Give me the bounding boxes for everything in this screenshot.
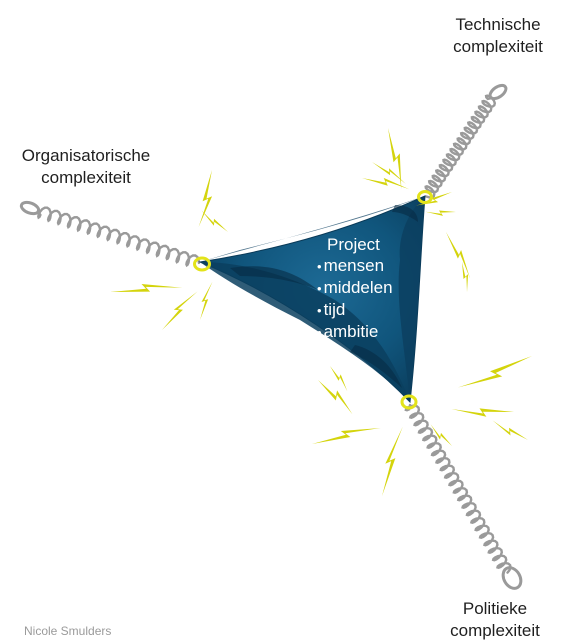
lightning-bolt-icon [425,210,456,216]
project-item: •ambitie [317,321,393,343]
spring-icon [424,94,497,199]
eyelet-icon [193,190,433,410]
author-credit: Nicole Smulders [24,624,112,638]
lightning-bolt-icon [330,366,348,392]
lightning-bolt-icon [362,177,410,190]
project-item: •middelen [317,277,393,299]
label-line: complexiteit [41,168,131,187]
bullet-icon: • [317,281,322,296]
lightning-bolt-icon [318,380,353,415]
lightning-bolt-icon [430,424,452,446]
project-item-label: mensen [323,256,385,275]
lightning-icon [110,128,532,496]
label-line: Politieke [462,599,528,618]
label-line: Technische [455,15,541,34]
project-sail [198,195,426,404]
lightning-bolt-icon [110,284,183,292]
lightning-bolt-icon [462,262,469,293]
bullet-icon: • [317,259,322,274]
organisational-complexity-label: Organisatorische complexiteit [2,145,170,189]
lightning-bolt-icon [312,428,381,444]
lightning-bolt-icon [198,170,213,227]
lightning-bolt-icon [388,128,402,190]
lightning-bolt-icon [446,232,471,279]
project-text: Project •mensen •middelen •tijd •ambitie [317,234,393,343]
lightning-bolt-icon [372,162,406,184]
spring-icon [404,403,512,574]
bullet-icon: • [317,325,322,340]
project-title: Project [327,235,380,254]
lightning-bolt-icon [162,291,198,330]
lightning-bolt-icon [382,426,403,496]
lightning-bolt-icon [201,210,228,232]
lightning-bolt-icon [457,356,532,388]
technical-complexity-label: Technische complexiteit [438,14,558,58]
bullet-icon: • [317,303,322,318]
label-line: complexiteit [450,621,540,640]
label-line: complexiteit [453,37,543,56]
lightning-bolt-icon [492,420,528,440]
lightning-bolt-icon [451,408,514,417]
lightning-bolt-icon [200,281,213,320]
political-complexity-label: Politieke complexiteit [430,598,560,642]
project-item-label: middelen [323,278,393,297]
project-item: •mensen [317,255,393,277]
project-item-label: tijd [323,300,346,319]
spring-end-ring-icon [501,566,523,590]
lightning-bolt-icon [415,192,452,206]
spring-end-ring-icon [19,200,41,216]
label-line: Organisatorische [21,146,151,165]
project-item-label: ambitie [323,322,379,341]
project-item: •tijd [317,299,393,321]
spring-icon [36,206,201,268]
